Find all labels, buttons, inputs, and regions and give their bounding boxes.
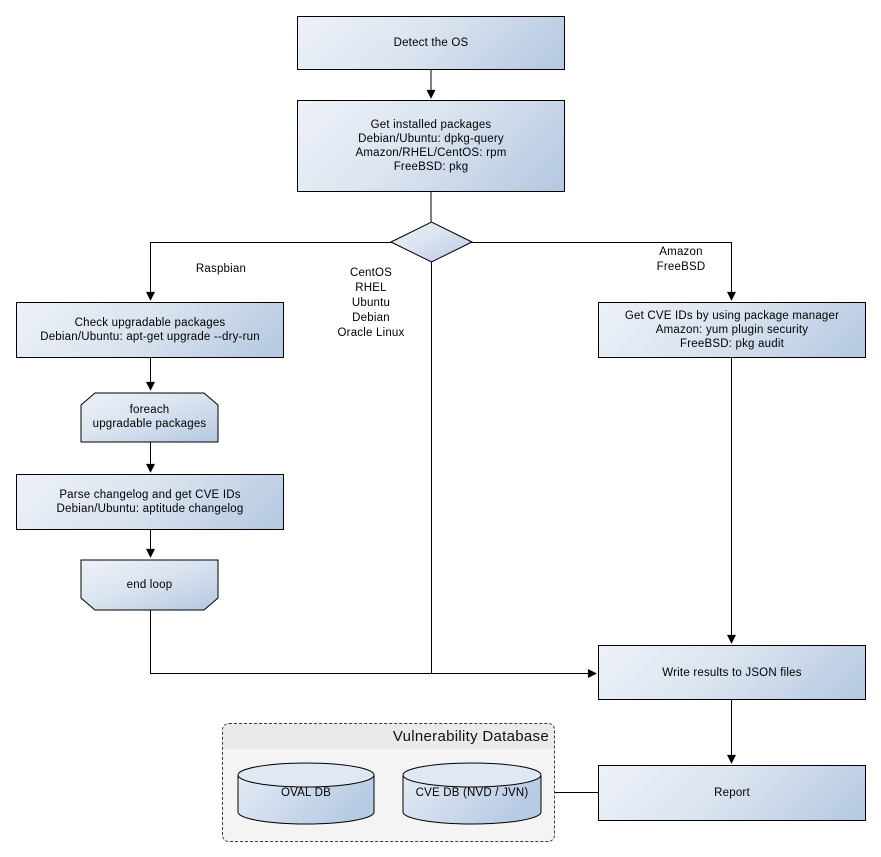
cve-db-label: CVE DB (NVD / JVN) — [415, 787, 529, 799]
end-loop-label: end loop — [126, 579, 173, 591]
oval-db-cylinder — [237, 762, 375, 825]
vulnerability-database-title: Vulnerability Database — [223, 724, 554, 749]
node-parse-changelog: Parse changelog and get CVE IDs Debian/U… — [16, 474, 284, 530]
decision-diamond — [390, 221, 473, 263]
edge-label-mainstream-os: CentOS RHEL Ubuntu Debian Oracle Linux — [337, 267, 405, 339]
end-loop-shape — [80, 559, 219, 611]
node-get-installed-packages: Get installed packages Debian/Ubuntu: dp… — [297, 100, 565, 192]
node-detect-os: Detect the OS — [297, 16, 565, 70]
node-report: Report — [598, 765, 866, 821]
node-write-results: Write results to JSON files — [598, 645, 866, 700]
foreach-loop-label: foreach upgradable packages — [92, 404, 207, 430]
foreach-loop-shape — [80, 392, 219, 443]
oval-db-label: OVAL DB — [281, 787, 331, 799]
node-check-upgradable: Check upgradable packages Debian/Ubuntu:… — [16, 302, 284, 358]
edge-label-amazon-freebsd: Amazon FreeBSD — [656, 246, 706, 273]
edge-label-raspbian: Raspbian — [195, 263, 247, 275]
node-get-cve-ids: Get CVE IDs by using package manager Ama… — [598, 302, 866, 358]
cve-db-cylinder — [402, 762, 542, 825]
